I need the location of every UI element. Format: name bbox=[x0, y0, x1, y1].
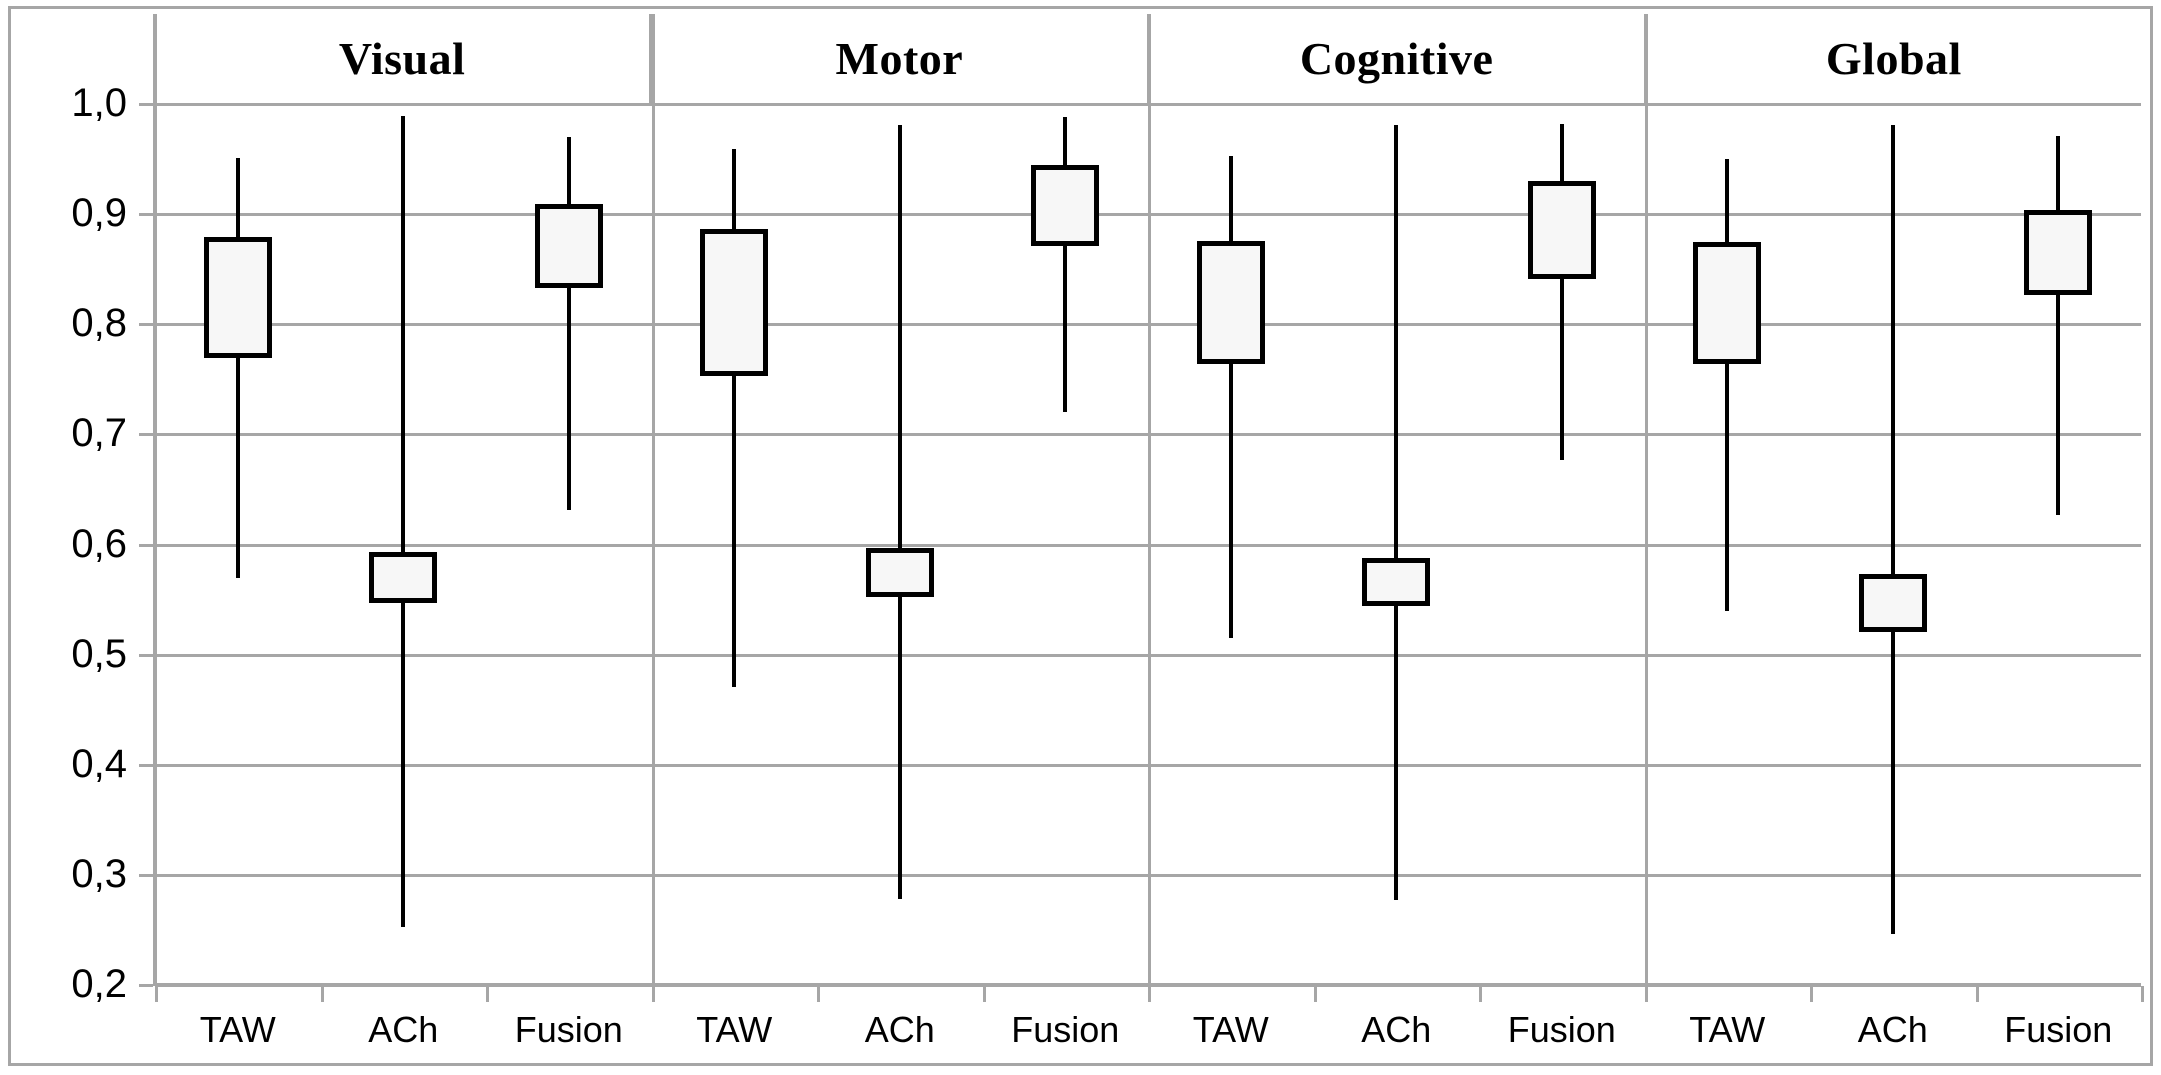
high-low-whisker bbox=[1063, 117, 1068, 413]
y-axis-tick-label: 0,6 bbox=[71, 521, 127, 566]
box bbox=[1527, 181, 1596, 280]
y-axis-tick bbox=[139, 103, 153, 106]
y-axis-tick-label: 0,5 bbox=[71, 631, 127, 676]
high-low-whisker bbox=[235, 158, 240, 578]
x-axis-tick bbox=[1975, 986, 1979, 1002]
x-axis-tick bbox=[982, 986, 986, 1002]
box bbox=[1031, 164, 1100, 247]
high-low-whisker bbox=[1559, 123, 1564, 460]
y-axis-labels: 1,0 0,9 0,8 0,7 0,6 0,5 0,4 0,3 0,2 bbox=[0, 0, 135, 1075]
box bbox=[2024, 209, 2093, 295]
box bbox=[700, 228, 769, 377]
x-axis-category-label: TAW bbox=[199, 1009, 276, 1050]
x-axis-category-label: ACh bbox=[1857, 1009, 1928, 1050]
group-header-visual: Visual bbox=[155, 14, 653, 103]
x-axis-tick bbox=[651, 986, 655, 1002]
y-axis-tick-label: 0,9 bbox=[71, 191, 127, 236]
high-low-whisker bbox=[1228, 155, 1233, 639]
high-low-whisker bbox=[1890, 125, 1895, 935]
y-axis-tick bbox=[139, 763, 153, 767]
group-separator bbox=[651, 14, 655, 984]
box bbox=[865, 547, 934, 598]
x-axis-tick bbox=[1148, 986, 1151, 1002]
y-axis-line bbox=[153, 14, 157, 984]
x-axis-category-label: ACh bbox=[368, 1009, 439, 1050]
x-axis-tick bbox=[486, 986, 489, 1002]
y-axis-tick-label: 1,0 bbox=[71, 81, 127, 125]
high-low-whisker bbox=[897, 125, 902, 900]
x-axis-tick bbox=[1313, 986, 1317, 1002]
x-axis-category-label: Fusion bbox=[514, 1009, 623, 1050]
group-header-label: Cognitive bbox=[1299, 32, 1494, 84]
x-axis-category-label: Fusion bbox=[1507, 1009, 1616, 1050]
x-axis-tick bbox=[817, 986, 820, 1002]
x-axis-tick bbox=[155, 986, 158, 1002]
x-axis-category-labels: TAW ACh Fusion TAW ACh Fusion TAW ACh Fusion TAW A… bbox=[155, 1010, 2141, 1065]
y-axis-tick bbox=[139, 323, 153, 327]
high-low-whisker bbox=[401, 116, 406, 927]
high-low-whisker bbox=[566, 137, 571, 511]
box bbox=[203, 237, 272, 359]
box bbox=[1362, 557, 1431, 607]
high-low-whisker bbox=[732, 149, 737, 687]
x-axis-tick bbox=[1810, 986, 1813, 1002]
x-axis-tick bbox=[1644, 986, 1648, 1002]
group-header-global: Global bbox=[1647, 14, 2141, 103]
y-axis-tick-label: 0,2 bbox=[71, 962, 127, 1006]
group-header-label: Visual bbox=[338, 32, 466, 84]
y-axis-tick bbox=[139, 873, 153, 877]
x-axis-line bbox=[153, 983, 2141, 986]
box bbox=[1693, 241, 1762, 364]
y-axis-tick-label: 0,7 bbox=[71, 411, 127, 456]
y-axis-tick-label: 0,8 bbox=[71, 301, 127, 346]
y-axis-tick-label: 0,4 bbox=[71, 741, 127, 786]
box bbox=[1858, 574, 1927, 632]
x-axis-category-label: ACh bbox=[1361, 1009, 1432, 1050]
x-axis-category-label: TAW bbox=[1689, 1009, 1766, 1050]
x-axis-tick bbox=[1479, 986, 1482, 1002]
y-axis-tick-label: 0,3 bbox=[71, 851, 127, 896]
x-axis-tick bbox=[2141, 986, 2144, 1002]
box bbox=[534, 204, 603, 288]
x-axis-tick bbox=[320, 986, 324, 1002]
x-axis-category-label: TAW bbox=[696, 1009, 773, 1050]
high-low-whisker bbox=[1725, 159, 1730, 611]
y-axis-tick bbox=[139, 433, 153, 437]
x-axis-category-label: ACh bbox=[864, 1009, 935, 1050]
y-axis-tick bbox=[139, 984, 153, 987]
high-low-whisker bbox=[1394, 125, 1399, 901]
group-header-motor: Motor bbox=[652, 14, 1150, 103]
group-separator bbox=[1644, 14, 1648, 984]
group-header-label: Motor bbox=[835, 32, 964, 84]
x-axis-category-label: Fusion bbox=[1011, 1009, 1120, 1050]
box bbox=[1196, 240, 1265, 364]
box bbox=[369, 552, 438, 603]
x-axis-category-label: Fusion bbox=[2004, 1009, 2113, 1050]
group-separator bbox=[1148, 14, 1151, 984]
high-low-whisker bbox=[2056, 136, 2061, 515]
y-axis-tick bbox=[139, 543, 153, 547]
y-axis-tick bbox=[139, 653, 153, 657]
group-header-cognitive: Cognitive bbox=[1150, 14, 1647, 103]
group-header-label: Global bbox=[1825, 32, 1962, 84]
y-axis-tick bbox=[139, 213, 153, 217]
x-axis-category-label: TAW bbox=[1192, 1009, 1269, 1050]
